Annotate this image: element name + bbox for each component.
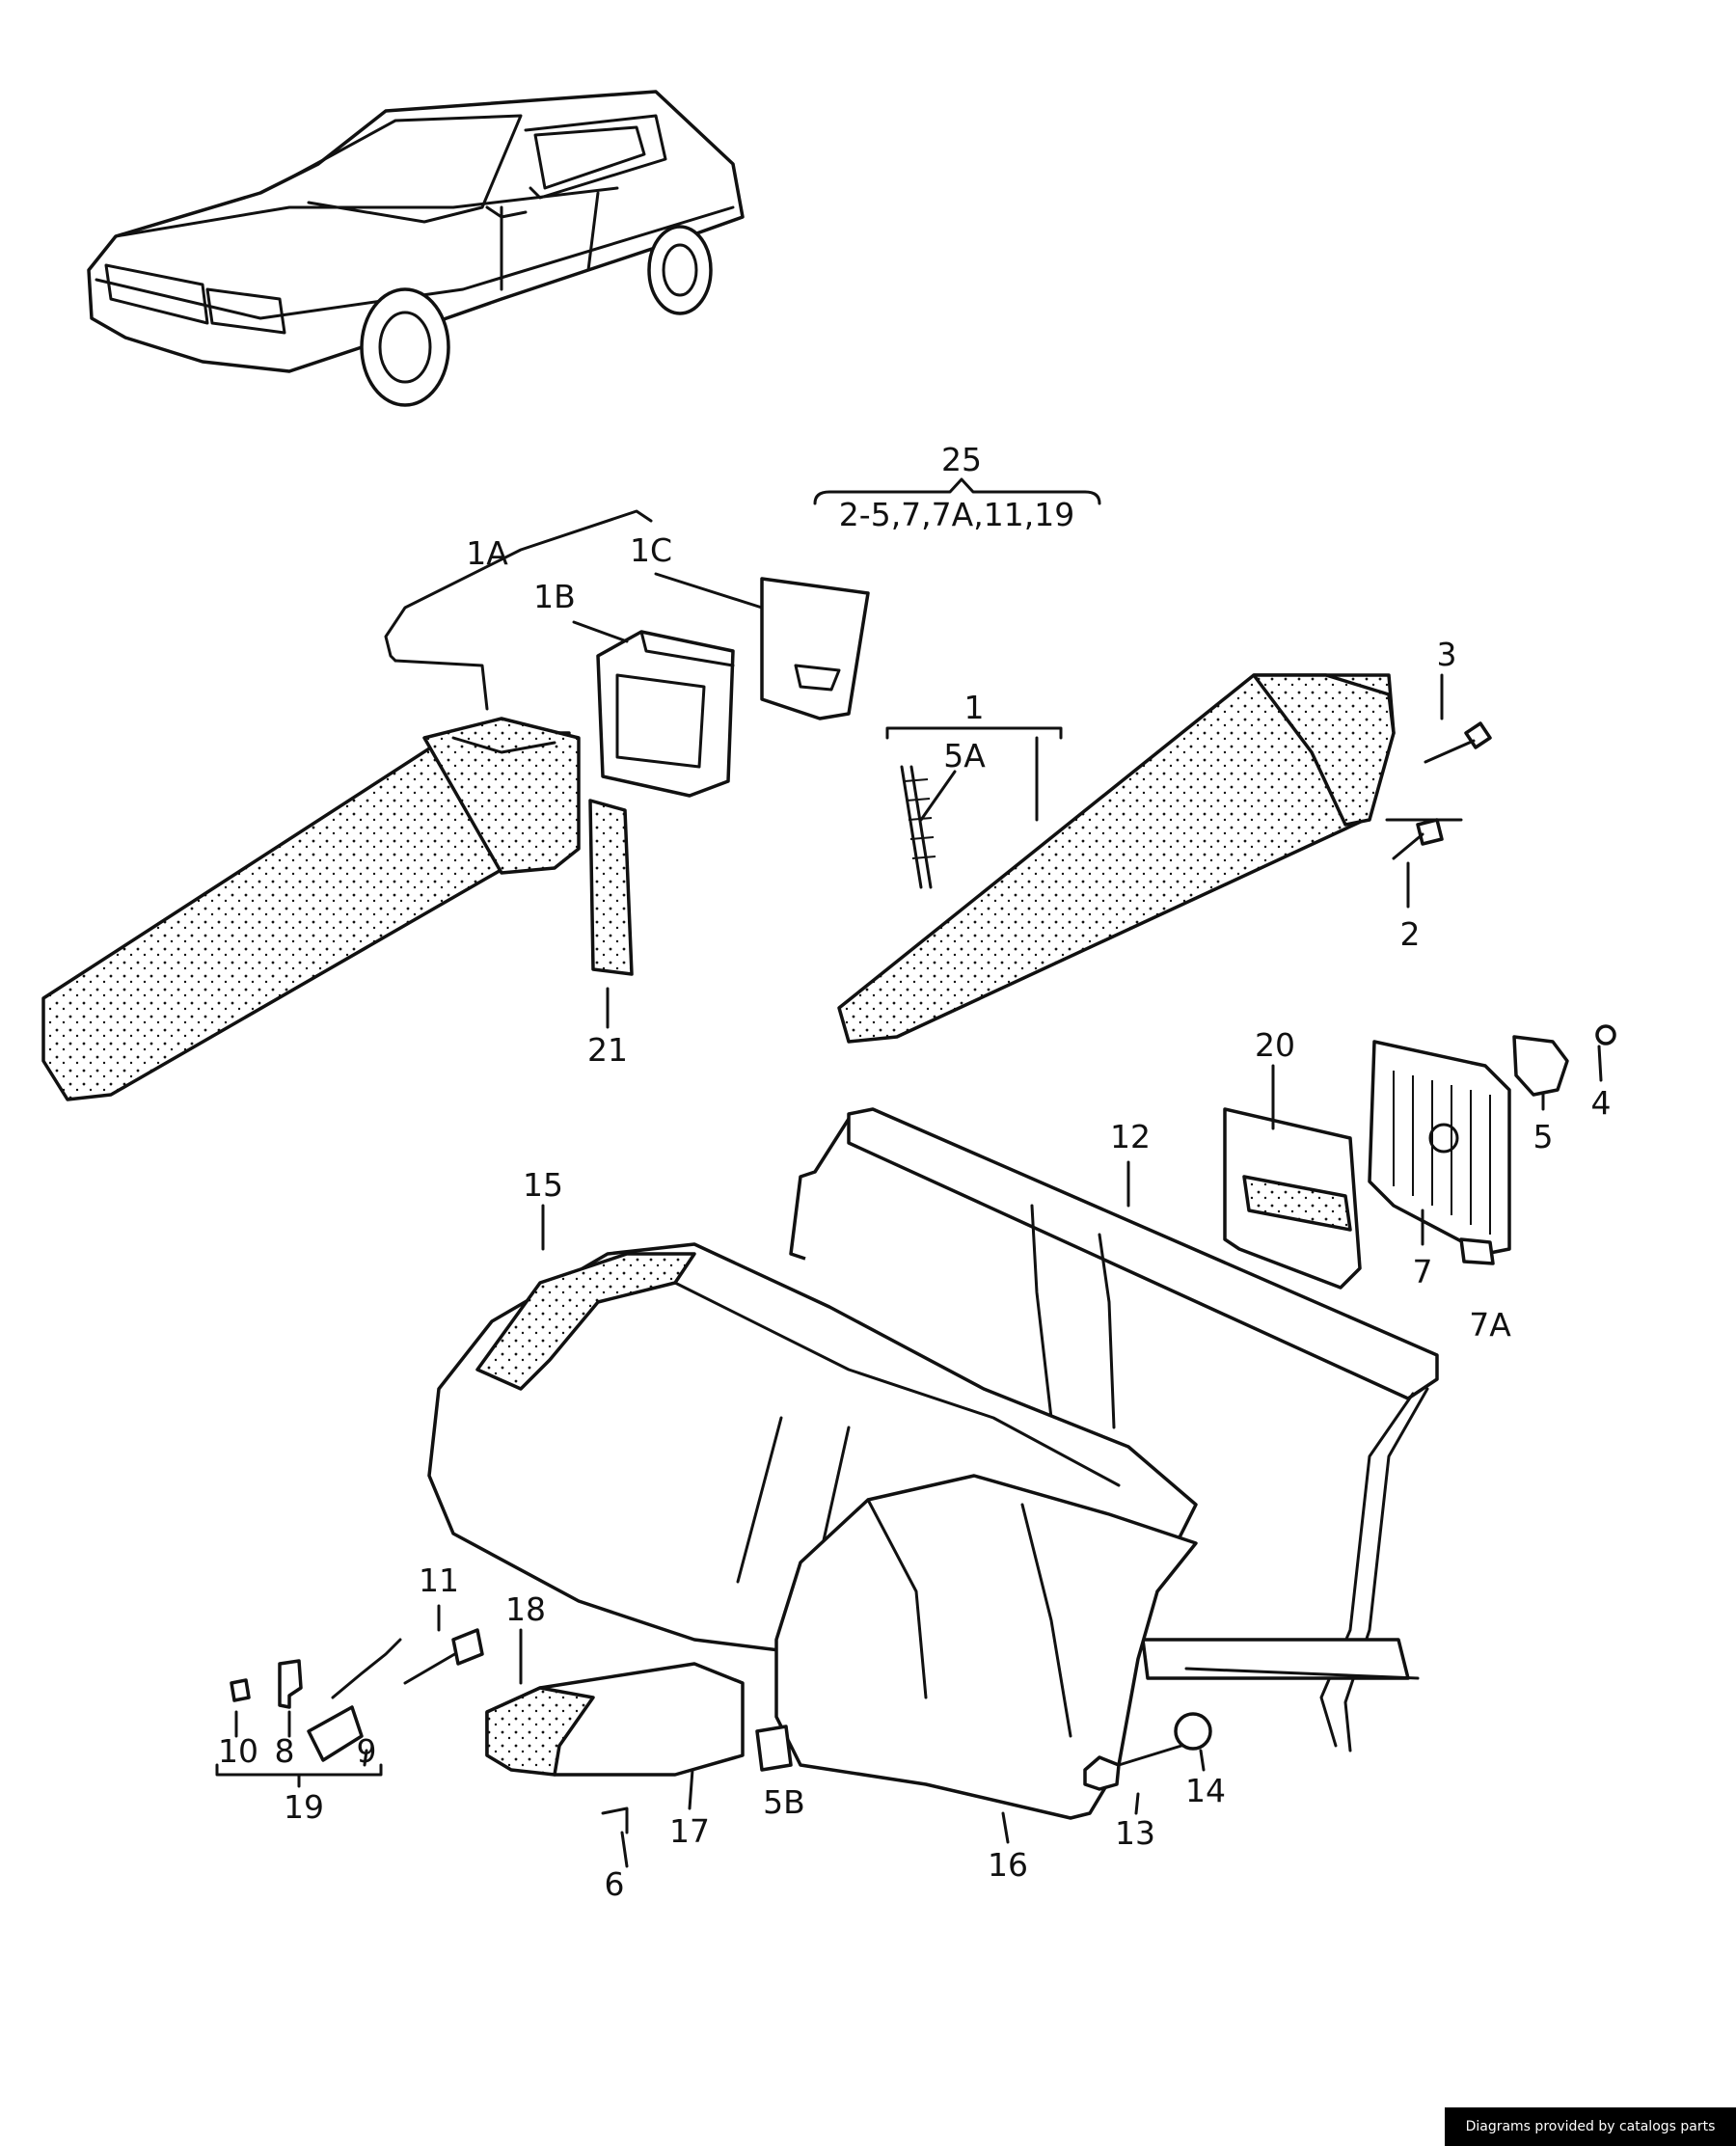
callout-4: 4 [1591, 1084, 1612, 1122]
right-armrest-foam [837, 673, 1396, 1044]
frame-12 [789, 1107, 1439, 1752]
callout-5B: 5B [763, 1783, 805, 1821]
latch-9 [307, 1638, 402, 1762]
callout-1: 1 [964, 689, 985, 726]
panel-7 [1368, 1040, 1511, 1256]
left-armrest-foam [41, 717, 581, 1101]
seat-cushion-16 [774, 1474, 1198, 1820]
knob-5 [1512, 1035, 1569, 1097]
pad-20 [1223, 1107, 1362, 1290]
callout-14: 14 [1185, 1772, 1226, 1809]
zipper-5A [900, 765, 936, 889]
callout-7: 7 [1413, 1253, 1433, 1290]
callout-21: 21 [587, 1031, 628, 1069]
callout-9: 9 [357, 1732, 377, 1770]
screw-11 [403, 1628, 484, 1685]
leader-lines [215, 477, 1603, 1868]
armrest-17 [485, 1662, 745, 1777]
callout-20: 20 [1255, 1026, 1295, 1064]
car-illustration [87, 90, 745, 407]
callout-13: 13 [1115, 1814, 1155, 1852]
strip-21 [588, 799, 634, 976]
bolt-13 [1083, 1744, 1183, 1791]
nut-14 [1174, 1712, 1212, 1751]
callout-2: 2 [1400, 915, 1421, 953]
callout-1C: 1C [630, 531, 672, 569]
callout-labels: 25 2-5,7,7A,11,19 1A 1C 1B 1 5A 3 2 21 2… [218, 441, 1612, 1903]
callout-12: 12 [1110, 1118, 1151, 1155]
bracket-1C [760, 577, 870, 720]
cap-10 [230, 1678, 251, 1702]
callout-18: 18 [505, 1590, 546, 1628]
clip-6 [601, 1806, 629, 1834]
clip-5B [755, 1725, 793, 1772]
callout-6: 6 [605, 1865, 625, 1903]
callout-17: 17 [669, 1812, 710, 1850]
callout-5A: 5A [943, 737, 986, 774]
screw-3 [1424, 721, 1492, 764]
clip-7A [1459, 1237, 1495, 1265]
callout-25-group: 2-5,7,7A,11,19 [839, 496, 1074, 533]
bracket-1B [596, 630, 735, 798]
callout-25: 25 [941, 441, 982, 478]
callout-3: 3 [1437, 636, 1457, 673]
callout-8: 8 [275, 1732, 295, 1770]
callout-15: 15 [523, 1166, 563, 1204]
screw-2 [1392, 818, 1444, 860]
callout-16: 16 [988, 1846, 1028, 1884]
callout-11: 11 [419, 1562, 459, 1599]
cap-4 [1595, 1024, 1616, 1046]
callout-1B: 1B [533, 578, 576, 615]
callout-10: 10 [218, 1732, 258, 1770]
callout-5: 5 [1533, 1118, 1554, 1155]
callout-1A: 1A [466, 534, 508, 572]
footer-credit: Diagrams provided by catalogs parts [1445, 2107, 1736, 2146]
callout-7A: 7A [1469, 1306, 1511, 1344]
callout-19: 19 [284, 1788, 324, 1826]
bracket-8 [278, 1659, 303, 1709]
